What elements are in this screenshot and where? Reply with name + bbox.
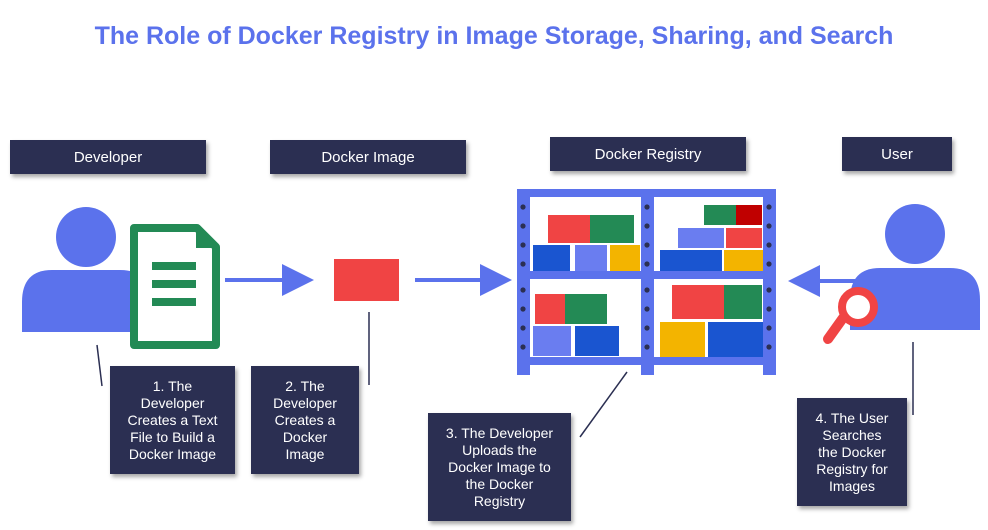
header-user: User <box>842 137 952 171</box>
docker-image-icon <box>334 259 399 301</box>
callout-lines <box>96 312 914 438</box>
step-3-box: 3. The Developer Uploads the Docker Imag… <box>428 413 571 521</box>
header-docker-registry: Docker Registry <box>550 137 746 171</box>
header-docker-image: Docker Image <box>270 140 466 174</box>
step-1-box: 1. The Developer Creates a Text File to … <box>110 366 235 474</box>
step-4-box: 4. The User Searches the Docker Registry… <box>797 398 907 506</box>
header-developer: Developer <box>10 140 206 174</box>
user-person-icon <box>850 204 980 330</box>
registry-shelf-icon <box>517 189 776 375</box>
magnifier-icon <box>823 287 878 344</box>
diagram-title: The Role of Docker Registry in Image Sto… <box>94 22 894 50</box>
document-icon <box>130 224 220 349</box>
step-2-box: 2. The Developer Creates a Docker Image <box>251 366 359 474</box>
developer-person-icon <box>22 207 150 332</box>
